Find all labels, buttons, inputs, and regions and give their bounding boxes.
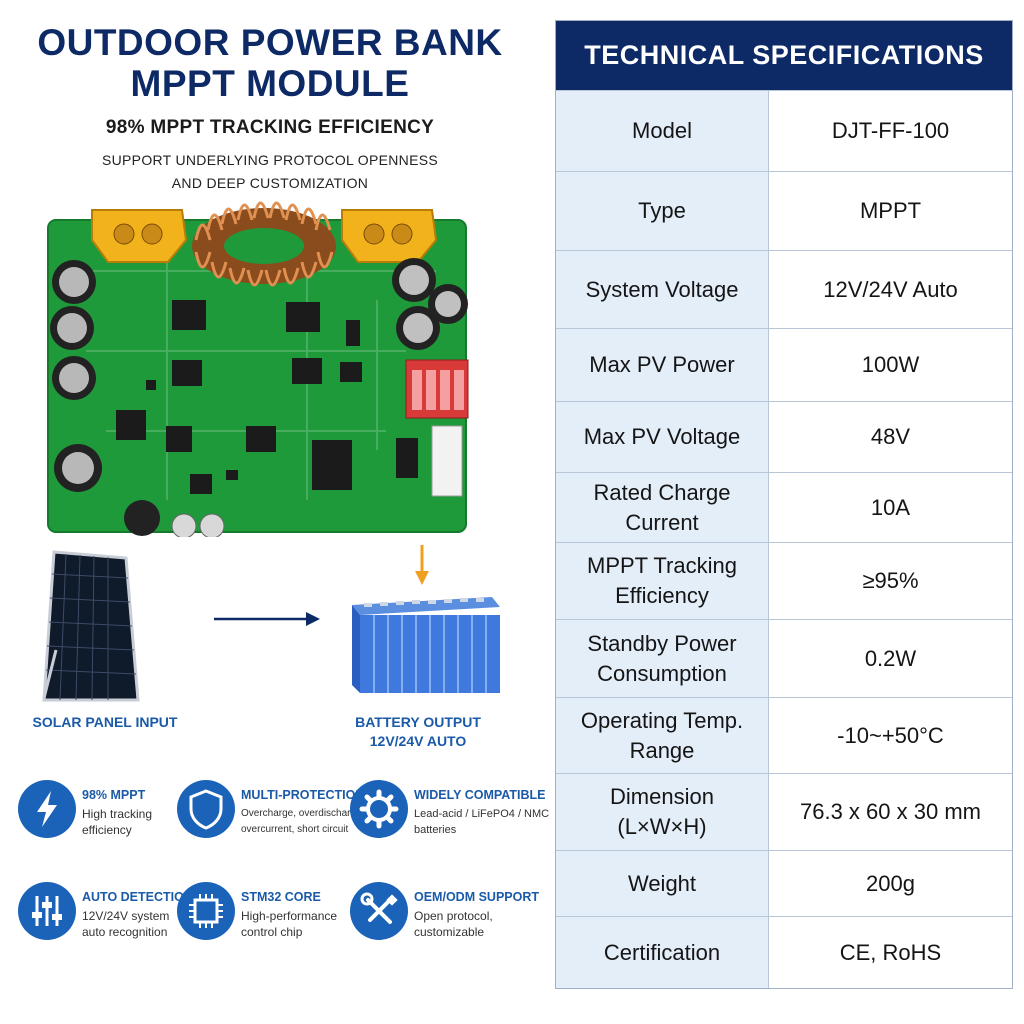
spec-value: -10~+50°C <box>837 722 944 748</box>
feature-title: 98% MPPT <box>82 788 146 802</box>
description: SUPPORT UNDERLYING PROTOCOL OPENNESS AND… <box>0 149 540 195</box>
page-title: OUTDOOR POWER BANK MPPT MODULE <box>0 22 540 104</box>
spec-value: 0.2W <box>864 645 917 671</box>
description-line-1: SUPPORT UNDERLYING PROTOCOL OPENNESS <box>102 152 438 168</box>
spec-table: TECHNICAL SPECIFICATIONS Model DJT-FF-100… <box>555 20 1013 989</box>
spec-label: Model <box>556 91 769 171</box>
spec-row: Weight 200g <box>556 850 1012 916</box>
feature-oem: OEM/ODM SUPPORT Open protocol,customizab… <box>350 882 539 952</box>
capacitors-right <box>392 258 468 350</box>
spec-value: 12V/24V Auto <box>823 276 958 302</box>
spec-row: Type MPPT <box>556 171 1012 250</box>
battery-output-label: BATTERY OUTPUT <box>355 714 481 730</box>
terminal-connector <box>431 425 463 497</box>
chip-icon <box>177 882 235 940</box>
feature-compatible: WIDELY COMPATIBLE Lead-acid / LiFePO4 / … <box>350 780 549 850</box>
description-line-2: AND DEEP CUSTOMIZATION <box>171 175 369 191</box>
feature-desc: Overcharge, overdischarge,overcurrent, s… <box>241 808 365 835</box>
solar-panel-image <box>42 550 140 702</box>
spec-label: Max PV Voltage <box>556 402 769 472</box>
flow-arrow-icon <box>214 612 320 626</box>
connector-right <box>341 209 438 263</box>
spec-value: DJT-FF-100 <box>831 118 950 143</box>
pcb-board-image <box>47 201 469 537</box>
spec-value: 100W <box>861 352 920 377</box>
dip-switch <box>405 359 469 419</box>
spec-row: Operating Temp.Range -10~+50°C <box>556 697 1012 773</box>
battery-pack-image <box>352 545 500 693</box>
capacitors-left <box>50 260 102 492</box>
feature-title: OEM/ODM SUPPORT <box>414 890 540 904</box>
spec-label: Dimension(L×W×H) <box>556 774 769 850</box>
spec-table-title: TECHNICAL SPECIFICATIONS <box>556 21 1012 90</box>
spec-value: 76.3 x 60 x 30 mm <box>800 799 981 824</box>
spec-row: Max PV Power 100W <box>556 328 1012 401</box>
spec-label: Max PV Power <box>556 329 769 401</box>
title-line-1: OUTDOOR POWER BANK <box>37 22 503 63</box>
spec-label: Weight <box>556 851 769 916</box>
spec-row: System Voltage 12V/24V Auto <box>556 250 1012 328</box>
spec-row: Rated Charge Current 10A <box>556 472 1012 542</box>
sliders-icon <box>18 882 76 940</box>
spec-label: Type <box>556 172 769 250</box>
feature-title: STM32 CORE <box>241 890 321 904</box>
lightning-icon <box>18 780 76 838</box>
spec-value: 48V <box>870 424 911 449</box>
spec-row: Certification CE, RoHS <box>556 916 1012 988</box>
spec-value: CE, RoHS <box>839 939 942 965</box>
feature-title: MULTI-PROTECTION <box>241 788 365 802</box>
spec-row: Max PV Voltage 48V <box>556 401 1012 472</box>
down-arrow-icon <box>415 571 429 585</box>
solar-panel-label: SOLAR PANEL INPUT <box>32 714 178 730</box>
inductor-coil <box>192 201 336 287</box>
shield-icon <box>177 780 235 838</box>
battery-voltage-label: 12V/24V AUTO <box>369 733 467 749</box>
spec-row: Model DJT-FF-100 <box>556 90 1012 171</box>
spec-value: 10A <box>870 494 911 520</box>
spec-row: Dimension(L×W×H) 76.3 x 60 x 30 mm <box>556 773 1012 850</box>
feature-protection: MULTI-PROTECTION Overcharge, overdischar… <box>177 780 364 850</box>
spec-value: MPPT <box>859 198 922 223</box>
inductor-small <box>124 500 160 536</box>
wrench-screwdriver-icon <box>350 882 408 940</box>
connector-left <box>91 209 188 263</box>
feature-title: AUTO DETECTION <box>82 890 193 904</box>
feature-desc: Open protocol,customizable <box>414 909 493 939</box>
spec-value: ≥95% <box>862 568 919 593</box>
spec-label: Rated Charge Current <box>556 473 769 542</box>
spec-value: 200g <box>866 870 915 896</box>
spec-label: Certification <box>556 917 769 988</box>
spec-label: System Voltage <box>556 251 769 328</box>
gear-icon <box>350 780 408 838</box>
title-line-2: MPPT MODULE <box>130 63 410 104</box>
subtitle: 98% MPPT TRACKING EFFICIENCY <box>105 117 435 138</box>
feature-title: WIDELY COMPATIBLE <box>414 788 546 802</box>
spec-label: Operating Temp.Range <box>556 698 769 773</box>
